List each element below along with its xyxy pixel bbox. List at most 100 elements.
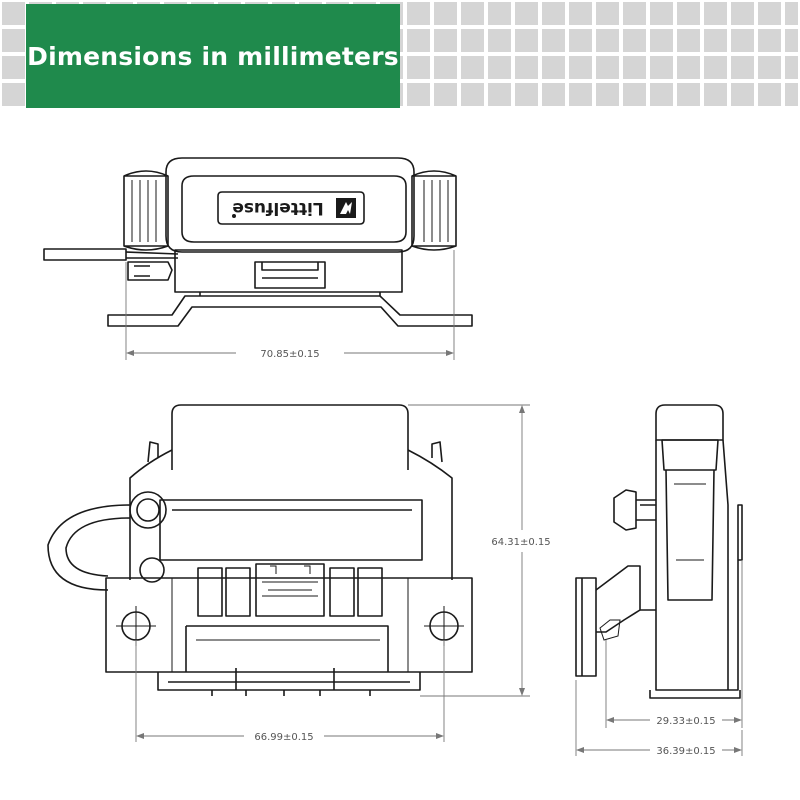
top-view-base <box>174 249 403 296</box>
grid-tile <box>461 56 484 79</box>
logo-text: Littelfuse <box>232 198 323 218</box>
front-view-cap <box>171 404 409 470</box>
front-view-mounting-plate <box>105 577 473 673</box>
front-view-handle <box>47 504 131 591</box>
top-view-cap <box>181 175 407 243</box>
top-view-body <box>165 157 415 253</box>
dim-side-body-depth: 29.33±0.15 <box>656 716 715 727</box>
grid-tile <box>596 83 619 106</box>
grid-tile <box>569 56 592 79</box>
grid-tile <box>569 2 592 25</box>
grid-tile <box>650 83 673 106</box>
grid-tile <box>461 2 484 25</box>
grid-tile <box>515 2 538 25</box>
grid-tile <box>515 56 538 79</box>
dim-front-mount-width: 66.99±0.15 <box>254 732 313 743</box>
grid-tile <box>542 56 565 79</box>
top-view: Littelfuse <box>43 157 473 327</box>
top-view-latch-left <box>123 170 169 251</box>
grid-tile <box>758 29 781 52</box>
front-view <box>47 404 473 696</box>
top-view-terminal-tab <box>43 248 179 261</box>
grid-tile <box>488 56 511 79</box>
grid-tile <box>704 56 727 79</box>
logo-plate <box>217 191 365 225</box>
grid-tile <box>785 29 798 52</box>
grid-tile <box>461 29 484 52</box>
side-view-latch <box>661 439 719 601</box>
front-view-base-terminals <box>157 668 421 696</box>
grid-tile <box>434 29 457 52</box>
grid-tile <box>758 2 781 25</box>
grid-tile <box>677 29 700 52</box>
grid-tile <box>623 56 646 79</box>
grid-tile <box>407 2 430 25</box>
dim-side-total-depth: 36.39±0.15 <box>656 746 715 757</box>
grid-tile <box>731 29 754 52</box>
grid-tile <box>2 29 25 52</box>
dimension-lines <box>125 250 743 756</box>
grid-tile <box>677 83 700 106</box>
dim-top-width: 70.85±0.15 <box>260 349 319 360</box>
grid-tile <box>488 2 511 25</box>
grid-tile <box>758 56 781 79</box>
grid-tile <box>650 56 673 79</box>
side-view <box>575 404 743 699</box>
grid-tile <box>677 2 700 25</box>
side-view-body <box>640 440 743 691</box>
grid-tile <box>596 56 619 79</box>
grid-tile <box>542 83 565 106</box>
grid-tile <box>623 29 646 52</box>
grid-tile <box>515 29 538 52</box>
page-title: Dimensions in millimeters <box>27 41 399 71</box>
grid-tile <box>569 83 592 106</box>
front-view-fuse-slots <box>197 563 383 617</box>
front-view-lower-body <box>185 625 389 672</box>
side-view-terminal-tab <box>575 577 597 677</box>
grid-tile <box>596 29 619 52</box>
grid-tile <box>407 83 430 106</box>
grid-tile <box>704 29 727 52</box>
dim-front-height: 64.31±0.15 <box>491 537 550 548</box>
grid-tile <box>623 83 646 106</box>
side-view-base <box>640 609 741 699</box>
grid-tile <box>434 2 457 25</box>
grid-tile <box>596 2 619 25</box>
top-view-latch-right <box>411 170 457 251</box>
grid-tile <box>569 29 592 52</box>
top-view-knob <box>127 261 173 281</box>
grid-tile <box>785 56 798 79</box>
grid-tile <box>515 83 538 106</box>
grid-tile <box>542 29 565 52</box>
front-view-handle-pivot <box>129 491 167 529</box>
grid-tile <box>731 56 754 79</box>
grid-tile <box>650 2 673 25</box>
grid-tile <box>407 56 430 79</box>
side-view-knob <box>613 489 656 531</box>
grid-tile <box>461 83 484 106</box>
grid-tile <box>434 56 457 79</box>
grid-tile <box>2 2 25 25</box>
grid-tile <box>731 83 754 106</box>
grid-tile <box>650 29 673 52</box>
grid-tile <box>785 2 798 25</box>
grid-tile <box>2 56 25 79</box>
grid-tile <box>488 29 511 52</box>
grid-tile <box>623 2 646 25</box>
front-view-body <box>159 499 423 561</box>
grid-tile <box>488 83 511 106</box>
grid-tile <box>677 56 700 79</box>
top-view-bracket <box>107 295 473 327</box>
title-banner: Dimensions in millimeters <box>26 4 400 108</box>
grid-tile <box>785 83 798 106</box>
front-view-shoulders <box>129 449 453 580</box>
grid-tile <box>758 83 781 106</box>
grid-tile <box>704 83 727 106</box>
grid-tile <box>434 83 457 106</box>
grid-tile <box>731 2 754 25</box>
grid-tile <box>407 29 430 52</box>
side-view-cap <box>655 404 724 441</box>
grid-tile <box>704 2 727 25</box>
grid-tile <box>2 83 25 106</box>
